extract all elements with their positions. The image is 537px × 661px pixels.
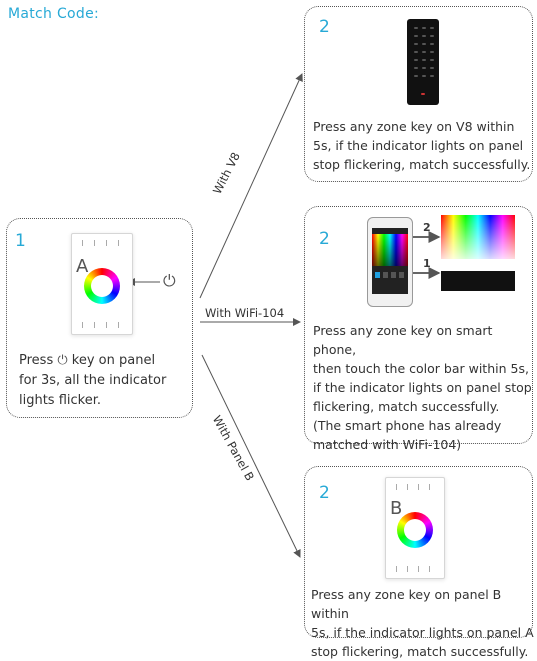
step1-line-3: lights flicker. xyxy=(19,393,102,408)
step2-wifi-line-2: then touch the color bar within 5s, xyxy=(313,361,529,376)
panel-letter: B xyxy=(390,498,403,519)
color-wheel-icon xyxy=(397,512,433,548)
arrow-label-wifi: With WiFi-104 xyxy=(205,306,285,320)
power-icon: ⏻ xyxy=(163,271,176,290)
arrow-v8-line xyxy=(199,73,303,299)
wifi-104-image xyxy=(441,271,515,291)
step1-line-2: for 3s, all the indicator xyxy=(19,373,167,388)
step2-panel-b-line-1: Press any zone key on panel B within xyxy=(311,587,502,621)
color-wheel-icon xyxy=(84,268,120,304)
panel-letter: A xyxy=(76,256,89,277)
connector-arrows xyxy=(127,73,303,558)
step2-panel-b-text: Press any zone key on panel B within 5s,… xyxy=(311,585,535,661)
step-label-1: 1 xyxy=(423,257,431,270)
step2-panel-b-line-2: 5s, if the indicator lights on panel A xyxy=(311,625,534,640)
page-title: Match Code: xyxy=(8,6,100,22)
step2-wifi-line-1: Press any zone key on smart phone, xyxy=(313,323,493,357)
step2-wifi-text: Press any zone key on smart phone, then … xyxy=(313,321,535,454)
step2-panel-b-line-3: stop flickering, match successfully. xyxy=(311,644,529,659)
step-number: 2 xyxy=(319,483,330,503)
color-bar-image xyxy=(441,215,515,259)
step2-panel-b-box: 2 B Press any zone key on panel B within… xyxy=(304,466,534,659)
step2-wifi-line-6: matched with WiFi-104) xyxy=(313,437,462,452)
v8-remote-image xyxy=(407,19,439,105)
step2-wifi-line-3: if the indicator lights on panel stop xyxy=(313,380,532,395)
step2-v8-text: Press any zone key on V8 within 5s, if t… xyxy=(313,117,535,174)
arrow-panel-b-line xyxy=(201,354,301,558)
panel-a-image: A xyxy=(71,233,133,335)
step2-wifi-line-5: (The smart phone has already xyxy=(313,418,502,433)
phone-arrows xyxy=(413,231,441,279)
smartphone-image xyxy=(367,217,413,307)
power-inline-icon: ⏻ xyxy=(57,353,68,368)
step1-text: Press ⏻ key on panel for 3s, all the ind… xyxy=(19,351,189,411)
step2-v8-line-2: 5s, if the indicator lights on panel xyxy=(313,138,524,153)
step2-wifi-line-4: flickering, match successfully. xyxy=(313,399,500,414)
step-number: 2 xyxy=(319,17,330,37)
step1-box: 1 A ⏻ Press ⏻ key on panel for 3s, all t… xyxy=(6,218,193,418)
step1-text-before: Press xyxy=(19,353,54,368)
step2-v8-line-1: Press any zone key on V8 within xyxy=(313,119,515,134)
panel-b-image: B xyxy=(385,477,445,579)
step-label-2: 2 xyxy=(423,221,431,234)
step2-v8-box: 2 Press any zone key on V8 within 5s, if… xyxy=(304,6,533,182)
step-number: 2 xyxy=(319,229,330,249)
step2-wifi-box: 2 2 1 Press any zone key on smart phone,… xyxy=(304,206,533,452)
step-number: 1 xyxy=(15,231,26,251)
step2-v8-line-3: stop flickering, match successfully. xyxy=(313,157,531,172)
step1-text-after: key on panel xyxy=(71,353,156,368)
